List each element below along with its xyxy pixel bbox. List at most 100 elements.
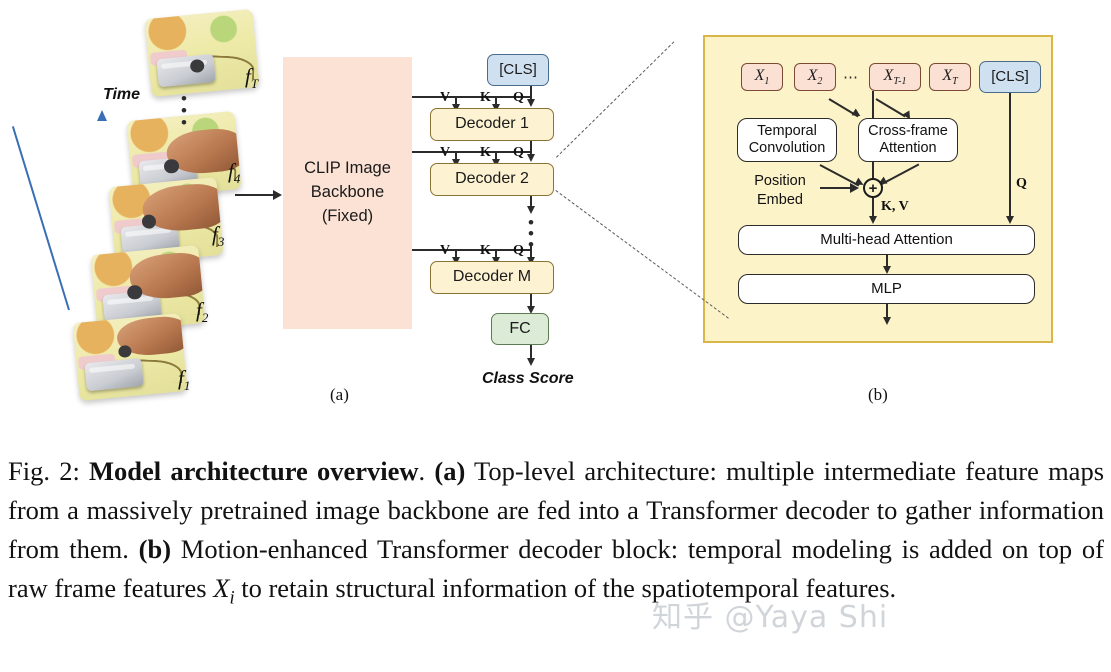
cls-q-arrowhead [1005, 216, 1014, 224]
position-embed-arrowhead [850, 183, 859, 193]
frame-label-f1-sub: 1 [183, 378, 191, 394]
caption-b-math-base: X [213, 573, 230, 603]
token-ellipsis: ⋯ [843, 69, 859, 86]
frame-label-fT: fT [245, 64, 259, 92]
decoder2-down-arrowhead [526, 206, 535, 214]
mlp-box: MLP [738, 274, 1035, 304]
token-box-x1: X1 [741, 63, 783, 91]
clip-backbone-box: CLIP Image Backbone (Fixed) [283, 57, 412, 329]
v-label-m: V [440, 243, 451, 258]
caption-title: Model architecture overview [89, 456, 419, 486]
plus-to-mha-arrowhead [868, 216, 877, 224]
q-label-2: Q [513, 145, 524, 160]
q-feed-line-m [530, 243, 532, 261]
decoderm-to-fc-arrowhead [526, 306, 535, 314]
cross-frame-line2: Attention [879, 140, 937, 156]
panel-b-label: (b) [868, 385, 888, 404]
backbone-tap-line-m [412, 249, 530, 251]
k-label-2: K [480, 145, 491, 160]
decoder1-to-decoder2-arrowhead [526, 154, 535, 162]
time-axis-arrowhead [97, 110, 107, 121]
token-xt-1-base: X [883, 66, 894, 84]
position-embed-line1: Position [754, 173, 806, 189]
decoderm-to-fc-line [530, 294, 532, 310]
figure-diagram: fT f4 f3 f2 f1 • • • Time CLIP Image Bac… [0, 0, 1111, 440]
branch-arrow-left [828, 96, 869, 120]
panel-a-label: (a) [330, 385, 349, 404]
caption-prefix: Fig. 2: [8, 456, 90, 486]
position-embed-line [820, 187, 852, 189]
q-label-b: Q [1016, 176, 1027, 191]
caption-b-tag: (b) [138, 534, 172, 564]
v-feed-line-2 [455, 151, 457, 163]
figure-caption: Fig. 2: Model architecture overview. (a)… [8, 452, 1104, 617]
frame-label-f4: f4 [228, 159, 241, 187]
position-embed-label: Position Embed [744, 172, 816, 210]
cls-to-decoder1-line [530, 86, 532, 104]
mha-to-mlp-line [886, 255, 888, 269]
caption-title-period: . [418, 456, 435, 486]
frames-to-backbone-arrowhead [273, 190, 282, 200]
k-label-m: K [480, 243, 491, 258]
time-label: Time [103, 86, 141, 103]
class-score-label: Class Score [482, 370, 574, 387]
token-x1-sub: 1 [764, 75, 770, 87]
video-frame-f1 [72, 313, 188, 401]
frames-to-backbone-line [235, 194, 275, 196]
branch-arrow-right-line [875, 98, 906, 118]
frame-label-f2-sub: 2 [201, 310, 209, 326]
frame-label-f1: f1 [178, 366, 191, 394]
frame-label-fT-sub: T [250, 76, 259, 92]
clip-backbone-line1: CLIP Image [304, 159, 391, 178]
token-xt-base: X [942, 66, 953, 84]
k-feed-line-m [495, 249, 497, 261]
backbone-tap-line-2 [412, 151, 530, 153]
caption-a-text: Top-level architecture: multiple interme… [8, 456, 1105, 564]
decoder1-to-decoder2-line [530, 141, 532, 159]
token-x2-sub: 2 [817, 75, 823, 87]
backbone-tap-line-1 [412, 96, 530, 98]
temporal-conv-line2: Convolution [748, 140, 826, 156]
cls-token-box-a: [CLS] [487, 54, 549, 86]
cross-frame-attention-box: Cross-frame Attention [858, 118, 958, 162]
caption-b-math-sub: i [229, 587, 235, 609]
temporal-convolution-text: Temporal Convolution [749, 123, 826, 157]
temporal-convolution-box: Temporal Convolution [737, 118, 837, 162]
decoder-2-box: Decoder 2 [430, 163, 554, 196]
addition-node: + [863, 178, 883, 198]
frames-ellipsis: • • • [181, 89, 187, 132]
frame-label-f2: f2 [196, 298, 209, 326]
decoder-m-box: Decoder M [430, 261, 554, 294]
clip-backbone-text: CLIP Image Backbone (Fixed) [304, 157, 391, 229]
caption-a-tag: (a) [434, 456, 466, 486]
k-feed-line-1 [495, 96, 497, 108]
k-label-1: K [480, 90, 491, 105]
caption-b-math: Xi [213, 573, 234, 608]
mha-to-mlp-arrowhead [882, 266, 891, 274]
mlp-output-arrowhead [882, 317, 891, 325]
watermark: 知乎 @Yaya Shi [652, 600, 889, 635]
frame-label-f4-sub: 4 [233, 171, 241, 187]
decoder-1-box: Decoder 1 [430, 108, 554, 141]
fc-to-classscore-arrowhead [526, 358, 535, 366]
v-feed-line-m [455, 249, 457, 261]
fc-to-classscore-line [530, 345, 532, 362]
expansion-line-top [556, 41, 675, 158]
clip-backbone-line3: (Fixed) [321, 206, 374, 225]
position-embed-line2: Embed [757, 192, 803, 208]
clip-backbone-line2: Backbone [310, 183, 385, 202]
frame-device [155, 53, 216, 87]
kv-label: K, V [881, 199, 909, 214]
q-label-1: Q [513, 90, 524, 105]
token-x2-base: X [807, 66, 818, 84]
v-label-1: V [440, 90, 451, 105]
cross-frame-line1: Cross-frame [868, 123, 948, 140]
decoder2-down-line [530, 196, 532, 210]
cross-frame-attention-text: Cross-frame Attention [868, 123, 948, 157]
time-axis-line [11, 126, 70, 311]
time-axis-arrow [11, 110, 124, 311]
plus-to-mha-line [872, 198, 874, 220]
multi-head-attention-box: Multi-head Attention [738, 225, 1035, 255]
frame-label-f3-sub: 3 [217, 234, 225, 250]
caption-b-text-1: Motion-enhanced Transformer decoder bloc… [8, 534, 1104, 603]
